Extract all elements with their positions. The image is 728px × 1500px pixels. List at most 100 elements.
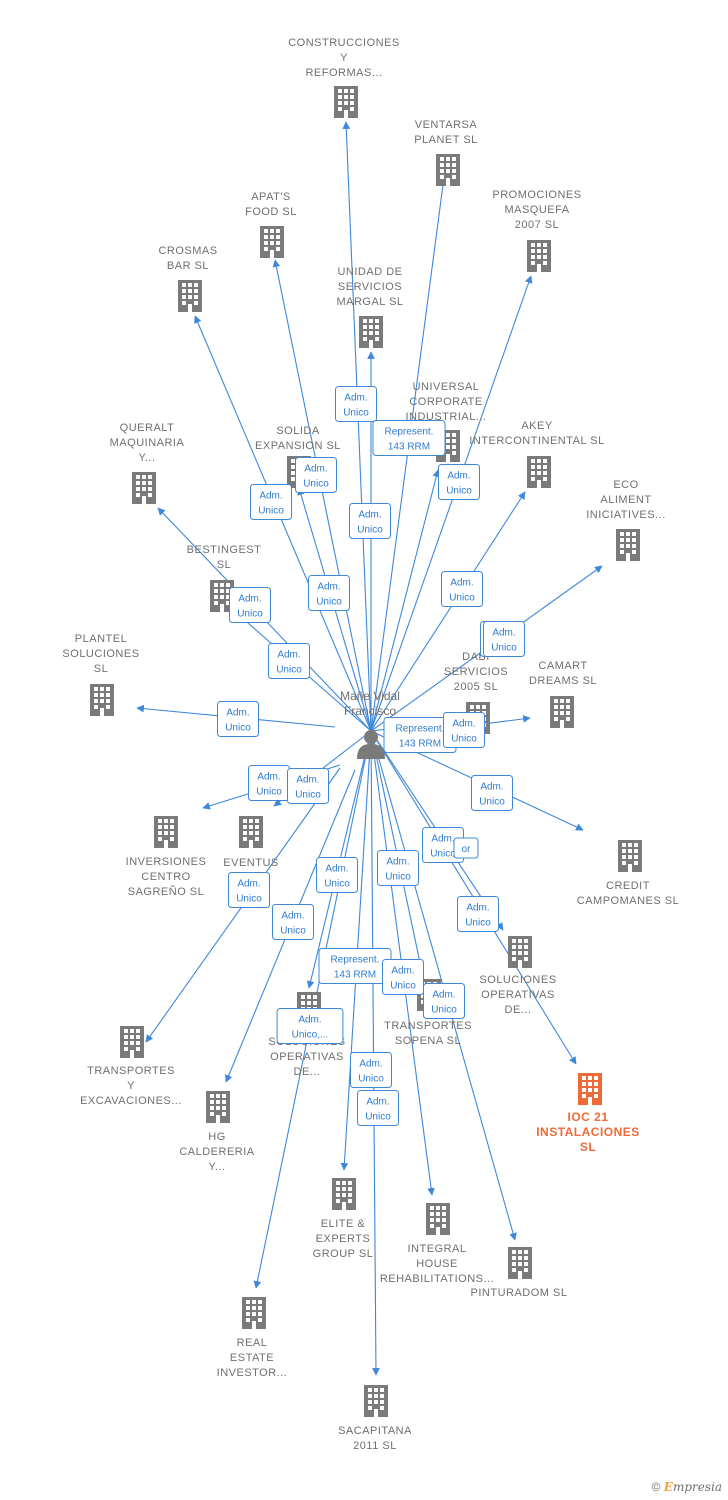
person-icon — [357, 730, 385, 759]
edge-label-box — [382, 959, 424, 995]
company-name-line: TRANSPORTES — [87, 1065, 175, 1077]
company-name-line: BESTINGEST — [187, 544, 262, 556]
edge-label-n21[interactable]: Adm.Unico,... — [276, 1008, 344, 1044]
edge-label-box — [295, 457, 337, 493]
edge-label-text: Adm. — [296, 775, 319, 786]
edge-label-n25[interactable]: Represent.143 RRM — [318, 948, 392, 984]
edge-label-text: Adm. — [358, 510, 381, 521]
company-name-line: AKEY — [521, 420, 553, 432]
edge-label-text: Adm. — [391, 966, 414, 977]
company-name-line: EXCAVACIONES... — [80, 1095, 182, 1107]
edge-label-n10[interactable]: Adm.Unico — [229, 587, 271, 623]
edge-label-n28[interactable]: Adm.Unico — [316, 857, 358, 893]
edge-label-n20[interactable]: Adm.Unico — [423, 983, 465, 1019]
building-icon — [90, 684, 114, 716]
edge-label-n2[interactable]: Represent.143 RRM — [372, 420, 446, 456]
edge-label-n26[interactable]: Adm.Unico — [377, 850, 419, 886]
edge-label-n18[interactable]: Adm.Unico — [471, 775, 513, 811]
edge-label-text: Unico — [479, 797, 505, 808]
company-node-n10[interactable]: QUERALTMAQUINARIAY... — [110, 422, 185, 504]
edge-label-text: Adm. — [277, 650, 300, 661]
edge-n5 — [194, 315, 372, 732]
edge-label-text: Unico — [357, 525, 383, 536]
edge-label-n7[interactable]: Adm.Unico — [438, 464, 480, 500]
company-node-n24[interactable]: HGCALDERERIAY... — [179, 1091, 254, 1173]
company-node-n28[interactable]: REALESTATEINVESTOR... — [217, 1297, 288, 1379]
company-name-line: INVESTOR... — [217, 1367, 288, 1379]
person-name-line2: Francisco — [344, 704, 396, 718]
edge-label-text: Adm. — [359, 1059, 382, 1070]
edge-label-n1[interactable]: Adm.Unico — [335, 386, 377, 422]
company-name-line: CORPORATE — [409, 396, 482, 408]
company-node-n19[interactable]: SOLUCIONESOPERATIVASDE... — [479, 936, 556, 1016]
edge-label-text: Unico — [258, 506, 284, 517]
company-node-n1[interactable]: CONSTRUCCIONESYREFORMAS... — [288, 37, 400, 118]
edge-label-text: Adm. — [238, 594, 261, 605]
company-name-line: SOLUCIONES — [62, 648, 139, 660]
building-icon — [616, 529, 640, 561]
edge-label-n12[interactable]: Adm.Unico — [268, 643, 310, 679]
edge-label-n20b[interactable]: or — [453, 837, 479, 859]
edge-label-n15[interactable]: Adm.Unico — [443, 712, 485, 748]
company-name-line: 2011 SL — [353, 1440, 397, 1452]
building-icon — [364, 1385, 388, 1417]
edge-label-n23[interactable]: Adm.Unico — [422, 827, 464, 863]
person-name-line1: Mañe Vidal — [340, 689, 400, 703]
edge-label-box — [372, 420, 446, 456]
edge-label-n22[interactable]: Adm.Unico — [228, 872, 270, 908]
company-node-n17[interactable]: EVENTUS — [223, 816, 278, 869]
edge-label-box — [228, 872, 270, 908]
edge-label-n6[interactable]: Adm. Unico — [349, 503, 391, 539]
edge-label-n24[interactable]: Adm.Unico — [272, 904, 314, 940]
edge-label-n5[interactable]: Adm.Unico — [250, 484, 292, 520]
edge-label-n4[interactable]: Adm.Unico — [295, 457, 337, 493]
edge-label-n29[interactable]: Adm.Unico — [350, 1052, 392, 1088]
company-name-line: SAGREÑO SL — [128, 885, 205, 898]
edge-label-n29b[interactable]: Adm.Unico — [357, 1090, 399, 1126]
company-name-line: SL — [94, 663, 108, 675]
edge-label-n17[interactable]: Adm.Unico — [287, 768, 329, 804]
edge-label-n27[interactable]: Adm.Unico — [382, 959, 424, 995]
edge-label-n19[interactable]: Adm.Unico — [457, 896, 499, 932]
company-name-line: UNIDAD DE — [337, 266, 402, 278]
edge-label-text: Unico — [324, 879, 350, 890]
company-node-n27[interactable]: PINTURADOM SL — [471, 1247, 568, 1299]
center-person[interactable]: Mañe Vidal Francisco — [340, 689, 400, 759]
company-name-line: CENTRO — [141, 871, 190, 883]
company-node-n22[interactable]: TRANSPORTESYEXCAVACIONES... — [80, 1026, 182, 1107]
company-node-n11[interactable]: ECOALIMENTINICIATIVES... — [586, 479, 666, 561]
edge-label-text: Adm. — [492, 628, 515, 639]
edge-label-box — [423, 983, 465, 1019]
edge-label-box — [357, 1090, 399, 1126]
edge-label-n13[interactable]: Adm.Unico — [217, 701, 259, 737]
edge-label-text: or — [462, 844, 472, 855]
edge-label-n11[interactable]: Adm.Unico — [483, 621, 525, 657]
company-node-n26[interactable]: INTEGRALHOUSEREHABILITATIONS... — [380, 1203, 494, 1285]
edge-label-box — [268, 643, 310, 679]
edge-label-n16[interactable]: Adm.Unico — [248, 765, 290, 801]
company-name-line: Y — [340, 52, 348, 64]
edge-label-n3[interactable]: Adm.Unico — [441, 571, 483, 607]
building-icon — [132, 472, 156, 504]
edge-label-box — [377, 850, 419, 886]
edge-label-n14[interactable]: Represent.143 RRM — [383, 717, 457, 753]
company-name-line: OPERATIVAS — [481, 989, 555, 1001]
edge-label-n9[interactable]: Adm.Unico — [308, 575, 350, 611]
